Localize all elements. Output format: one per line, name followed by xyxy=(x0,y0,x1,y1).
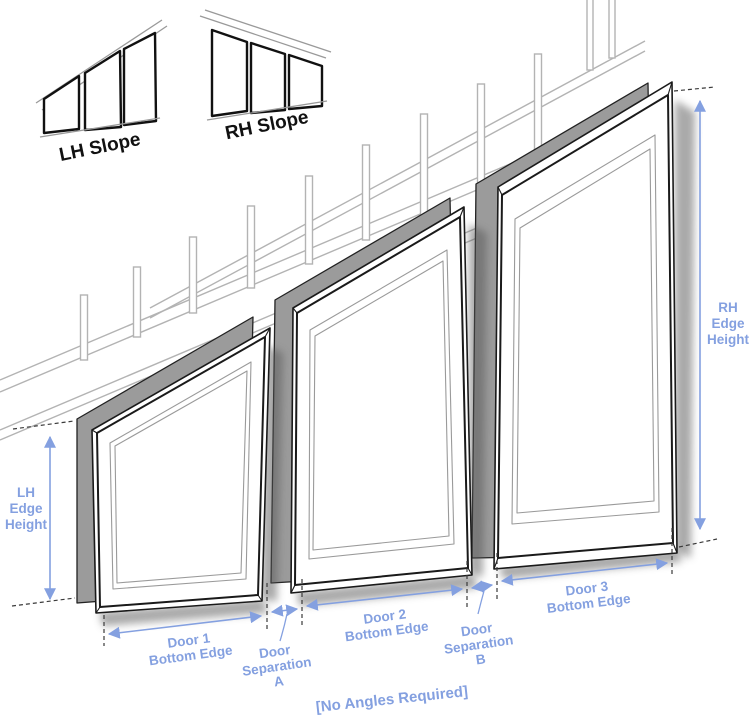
door2-corner-line xyxy=(290,584,296,594)
extension-dash xyxy=(11,597,76,607)
door3-panel-moulding-inner xyxy=(516,148,655,514)
rh-inset-door2 xyxy=(249,41,287,115)
baluster xyxy=(132,266,142,338)
rh-inset-door3 xyxy=(287,53,324,111)
door3-corner-line xyxy=(493,557,499,570)
rh-edge-height-label: Height xyxy=(707,332,750,347)
baluster xyxy=(586,0,594,71)
baluster xyxy=(361,144,371,241)
door1 xyxy=(91,327,271,614)
door2-bottom-edge-label: Door 2 xyxy=(363,606,407,626)
rh-slope-inset: RH Slope xyxy=(199,9,332,144)
door1-corner-line xyxy=(95,606,101,614)
handrail-line-1 xyxy=(149,40,646,309)
rh-ceiling-line xyxy=(199,15,327,59)
door2 xyxy=(290,206,473,594)
door1-bottom-edge-label: Door 1 xyxy=(167,630,212,651)
rh-inset-door1 xyxy=(210,28,249,118)
baluster xyxy=(79,294,89,361)
extension-dash xyxy=(12,420,75,430)
baluster xyxy=(246,205,256,289)
door1-corner-line xyxy=(264,327,271,338)
baluster xyxy=(188,236,198,314)
lh-inset-door3 xyxy=(122,31,158,127)
door-separation-b-label: Door xyxy=(460,620,494,639)
baluster xyxy=(419,113,429,216)
baluster xyxy=(608,0,616,59)
balusters xyxy=(79,0,616,361)
dimension-arrow xyxy=(500,558,669,586)
door2-corner-line xyxy=(467,567,473,576)
door3-bottom-edge-label: Door 3 xyxy=(565,578,610,598)
door1-corner-line xyxy=(91,429,98,434)
door1-panel-moulding-inner xyxy=(114,370,248,584)
lh-floor-line xyxy=(39,117,161,138)
dimension-arrow xyxy=(107,611,263,639)
lh-inset-door2 xyxy=(83,49,123,132)
door2-corner-line xyxy=(292,307,298,314)
door3-corner-line xyxy=(497,186,503,196)
door2-right-shadow xyxy=(469,224,487,577)
door1-panel-moulding-outer xyxy=(109,361,252,590)
lh-slope-label: LH Slope xyxy=(57,129,142,166)
lh-slope-inset: LH Slope xyxy=(35,19,168,166)
door-separation-a-label: Door xyxy=(258,642,292,661)
no-angles-footnote: [No Angles Required] xyxy=(315,683,469,716)
door2-panel-moulding-outer xyxy=(308,249,455,560)
baluster xyxy=(476,83,486,191)
dimension-lh-edge-height: LH Edge Height xyxy=(5,420,76,607)
rh-edge-height-label: RH xyxy=(718,300,738,315)
dimension-arrow xyxy=(470,580,494,593)
dimension-arrow xyxy=(305,584,464,611)
handrail-line-2 xyxy=(149,50,646,319)
leader-line xyxy=(279,613,288,642)
extension-dash xyxy=(673,86,716,92)
door3-right-shadow xyxy=(675,100,695,558)
lh-edge-height-label: Height xyxy=(5,517,48,532)
rh-edge-height-label: Edge xyxy=(711,316,744,331)
lh-edge-height-label: LH xyxy=(17,485,35,500)
door2-corner-line xyxy=(459,206,465,218)
dimension-arrow xyxy=(270,604,299,617)
door-separation-a-label: A xyxy=(273,673,285,689)
dimension-rh-edge-height: RH Edge Height xyxy=(673,86,750,548)
door2-panel-moulding-inner xyxy=(312,260,450,551)
leader-line xyxy=(477,590,485,615)
door-separation-b-label: B xyxy=(475,651,487,667)
door3-corner-line xyxy=(672,542,678,554)
door3-panel-moulding-outer xyxy=(511,134,660,525)
lh-edge-height-label: Edge xyxy=(9,501,42,516)
rh-floor-line xyxy=(206,100,328,121)
staircase-structure xyxy=(0,0,669,441)
lh-inset-door1 xyxy=(42,74,81,135)
door3-corner-line xyxy=(667,81,673,96)
baluster xyxy=(304,175,314,265)
door2-front-face xyxy=(294,216,469,586)
door1-corner-line xyxy=(257,594,263,602)
rh-ceiling-line xyxy=(204,9,332,53)
door3 xyxy=(493,81,678,570)
